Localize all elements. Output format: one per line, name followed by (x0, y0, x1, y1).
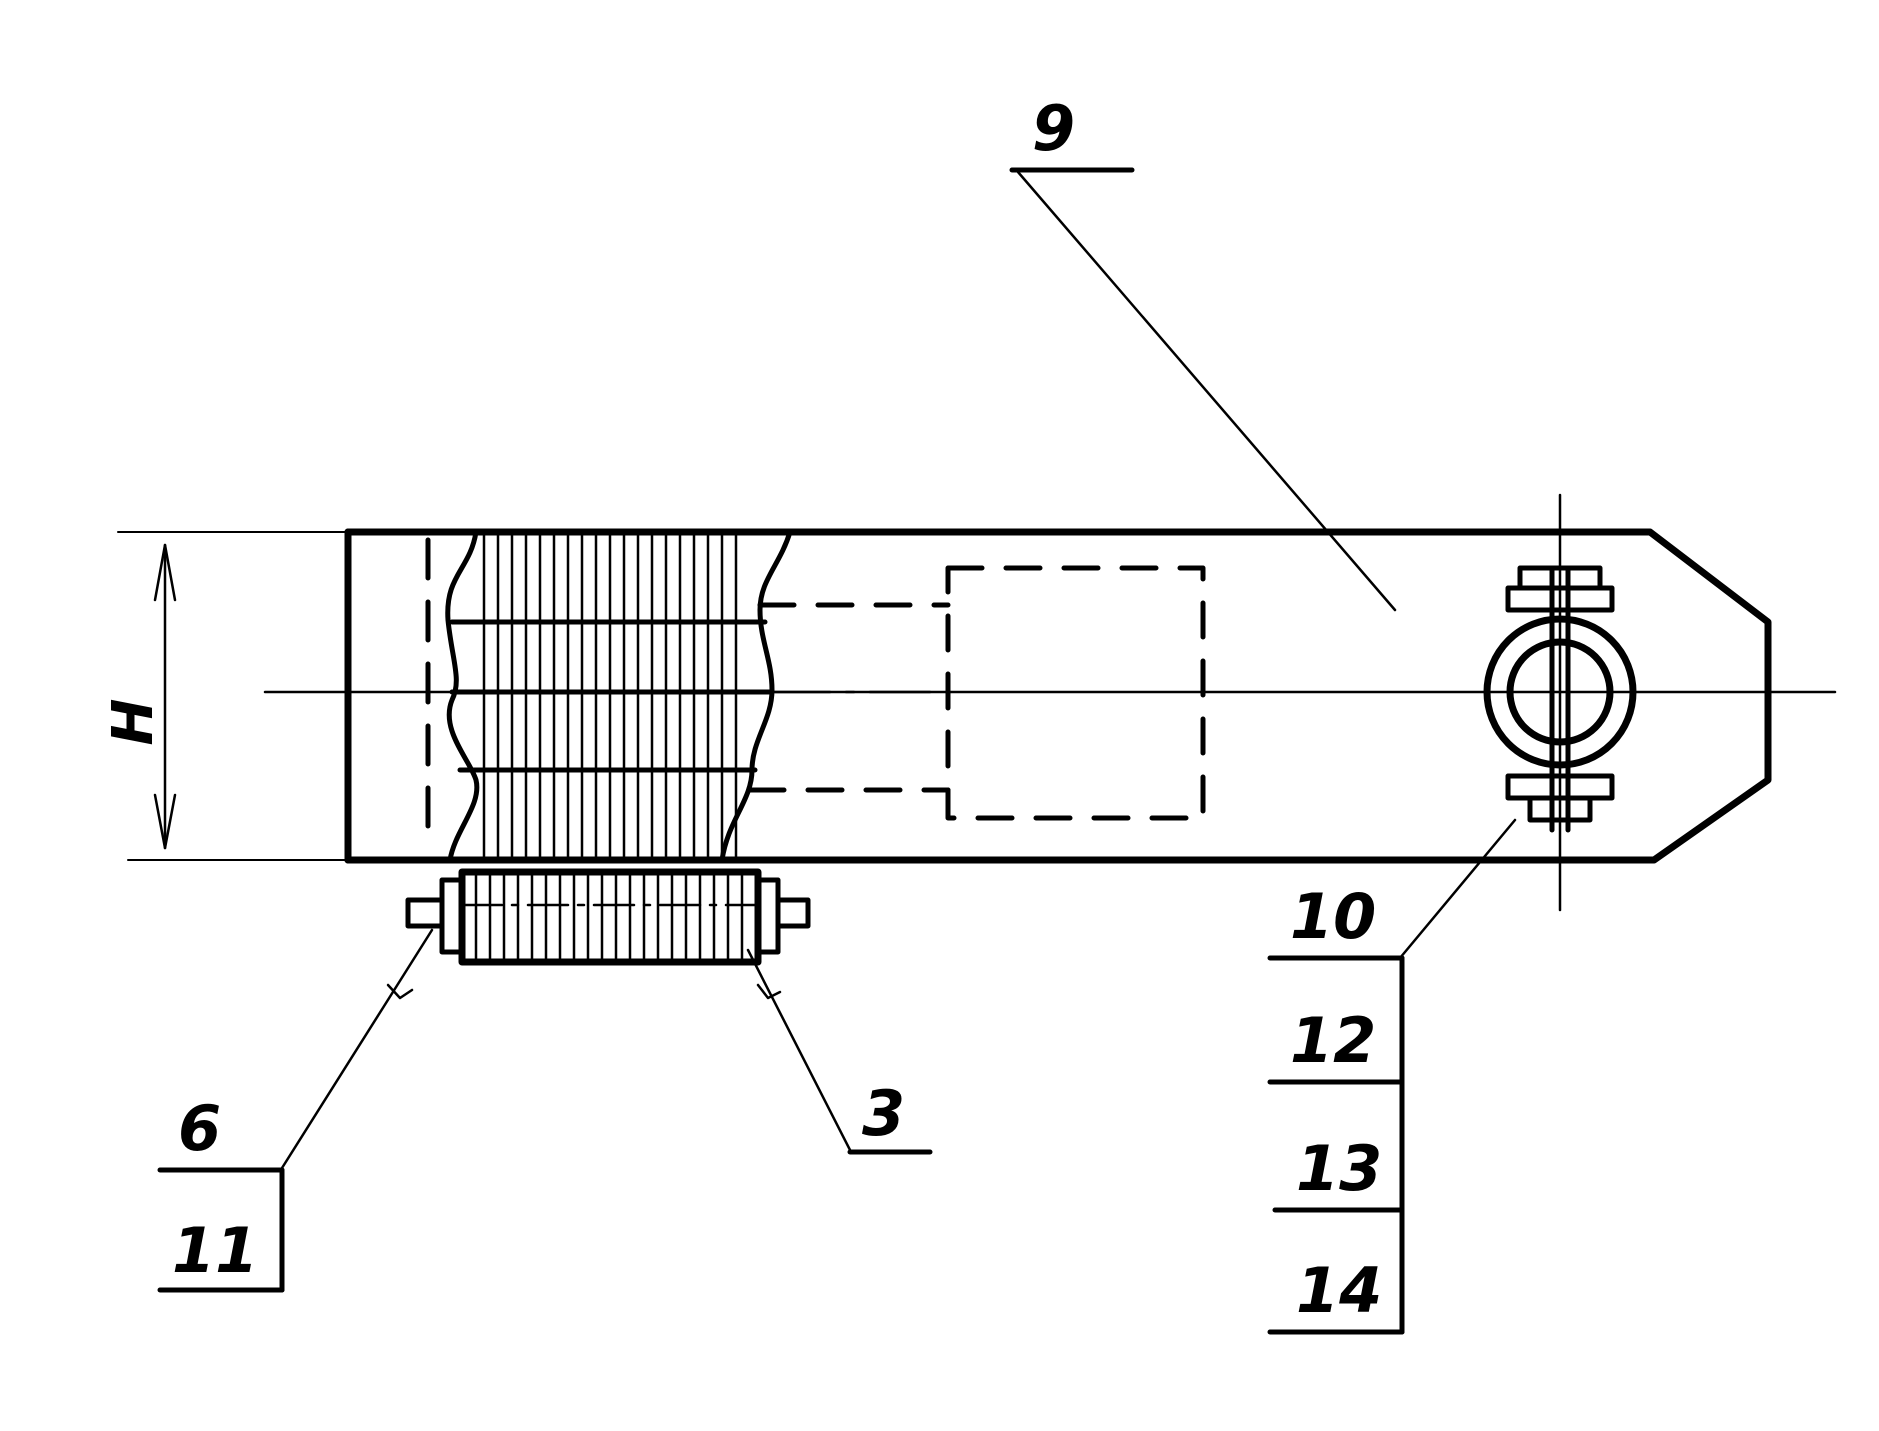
coil-break-left (445, 529, 480, 863)
callout-label-10: 10 (1290, 880, 1376, 953)
callout-label-9: 9 (1032, 92, 1075, 165)
callout-arrow (386, 983, 414, 1000)
body-outline (344, 528, 1772, 864)
callout-label-6: 6 (178, 1092, 221, 1165)
callout-label-3: 3 (862, 1077, 905, 1150)
dimension-arrow-bottom (153, 793, 177, 850)
dimension-h: Н (101, 543, 177, 850)
callout-leader (1016, 170, 1397, 612)
dimension-h-label: Н (101, 699, 166, 746)
clamp-outer-ring (1483, 615, 1637, 769)
clamp-inner-ring (1506, 638, 1614, 746)
callout-leader (1398, 818, 1517, 960)
callout-leader (280, 928, 434, 1170)
callout-6-11: 6 11 (157, 928, 434, 1293)
callout-leader (746, 948, 852, 1152)
callout-arrow (756, 983, 782, 1000)
callout-label-14: 14 (1296, 1254, 1382, 1327)
clamp-top-nut (1517, 565, 1603, 591)
callout-label-13: 13 (1296, 1132, 1382, 1205)
coil-hatching-bottom (474, 870, 744, 964)
coil-terminal-right (775, 897, 811, 929)
callout-9: 9 (1009, 92, 1397, 612)
callout-label-12: 12 (1290, 1004, 1376, 1077)
callout-3: 3 (746, 948, 933, 1155)
hidden-core-outline (747, 565, 1206, 821)
callout-10-14: 10 12 13 14 (1267, 818, 1517, 1335)
dimension-arrow-top (153, 543, 177, 602)
clamp-assembly (1483, 493, 1637, 912)
coil-break-right (719, 529, 793, 863)
clamp-bottom-nut (1527, 795, 1593, 823)
coil-terminal-left (405, 897, 445, 929)
winding-coil (405, 529, 811, 966)
coil-hatching (482, 532, 738, 860)
callout-label-11: 11 (172, 1214, 258, 1287)
